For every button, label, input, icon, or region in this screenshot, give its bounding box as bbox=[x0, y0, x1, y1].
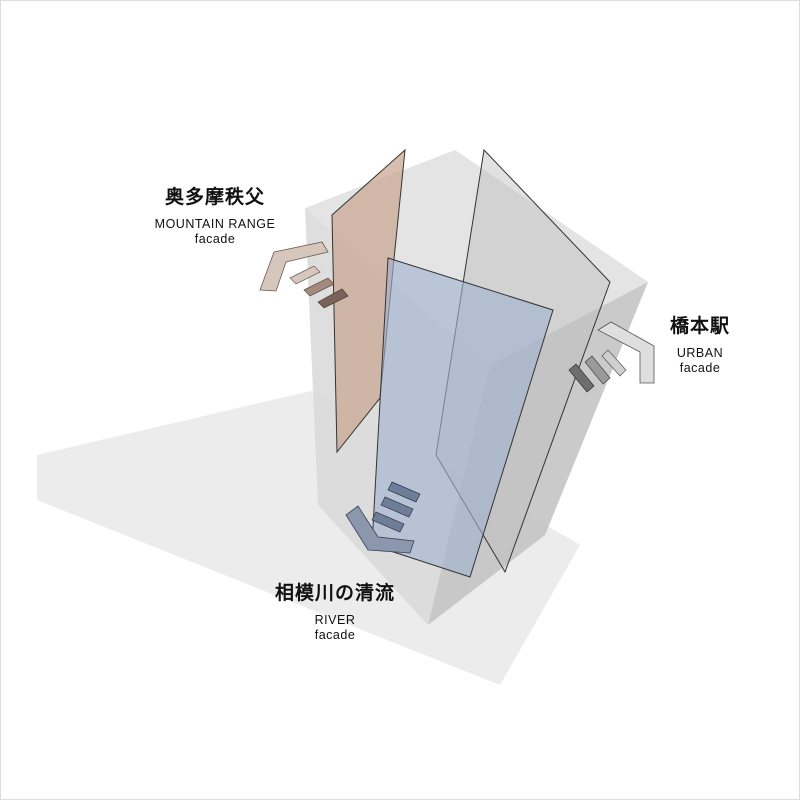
urban-label-jp: 橋本駅 bbox=[669, 315, 730, 337]
urban-arrow-icon bbox=[568, 321, 655, 393]
urban-label-sub: facade bbox=[679, 361, 721, 375]
river-label-sub: facade bbox=[314, 628, 356, 642]
river-label-jp: 相模川の清流 bbox=[274, 582, 395, 604]
mountain-label-jp: 奥多摩秩父 bbox=[164, 186, 265, 208]
river-label: 相模川の清流 RIVER facade bbox=[260, 578, 410, 643]
mountain-arrow-icon bbox=[259, 241, 349, 309]
urban-label: 橋本駅 URBAN facade bbox=[650, 311, 750, 376]
urban-label-en: URBAN bbox=[676, 346, 724, 360]
mountain-label-en: MOUNTAIN RANGE bbox=[154, 217, 276, 231]
river-label-en: RIVER bbox=[314, 613, 356, 627]
mountain-label: 奥多摩秩父 MOUNTAIN RANGE facade bbox=[140, 182, 290, 247]
river-arrow-icon bbox=[345, 481, 421, 554]
mountain-label-sub: facade bbox=[194, 232, 236, 246]
